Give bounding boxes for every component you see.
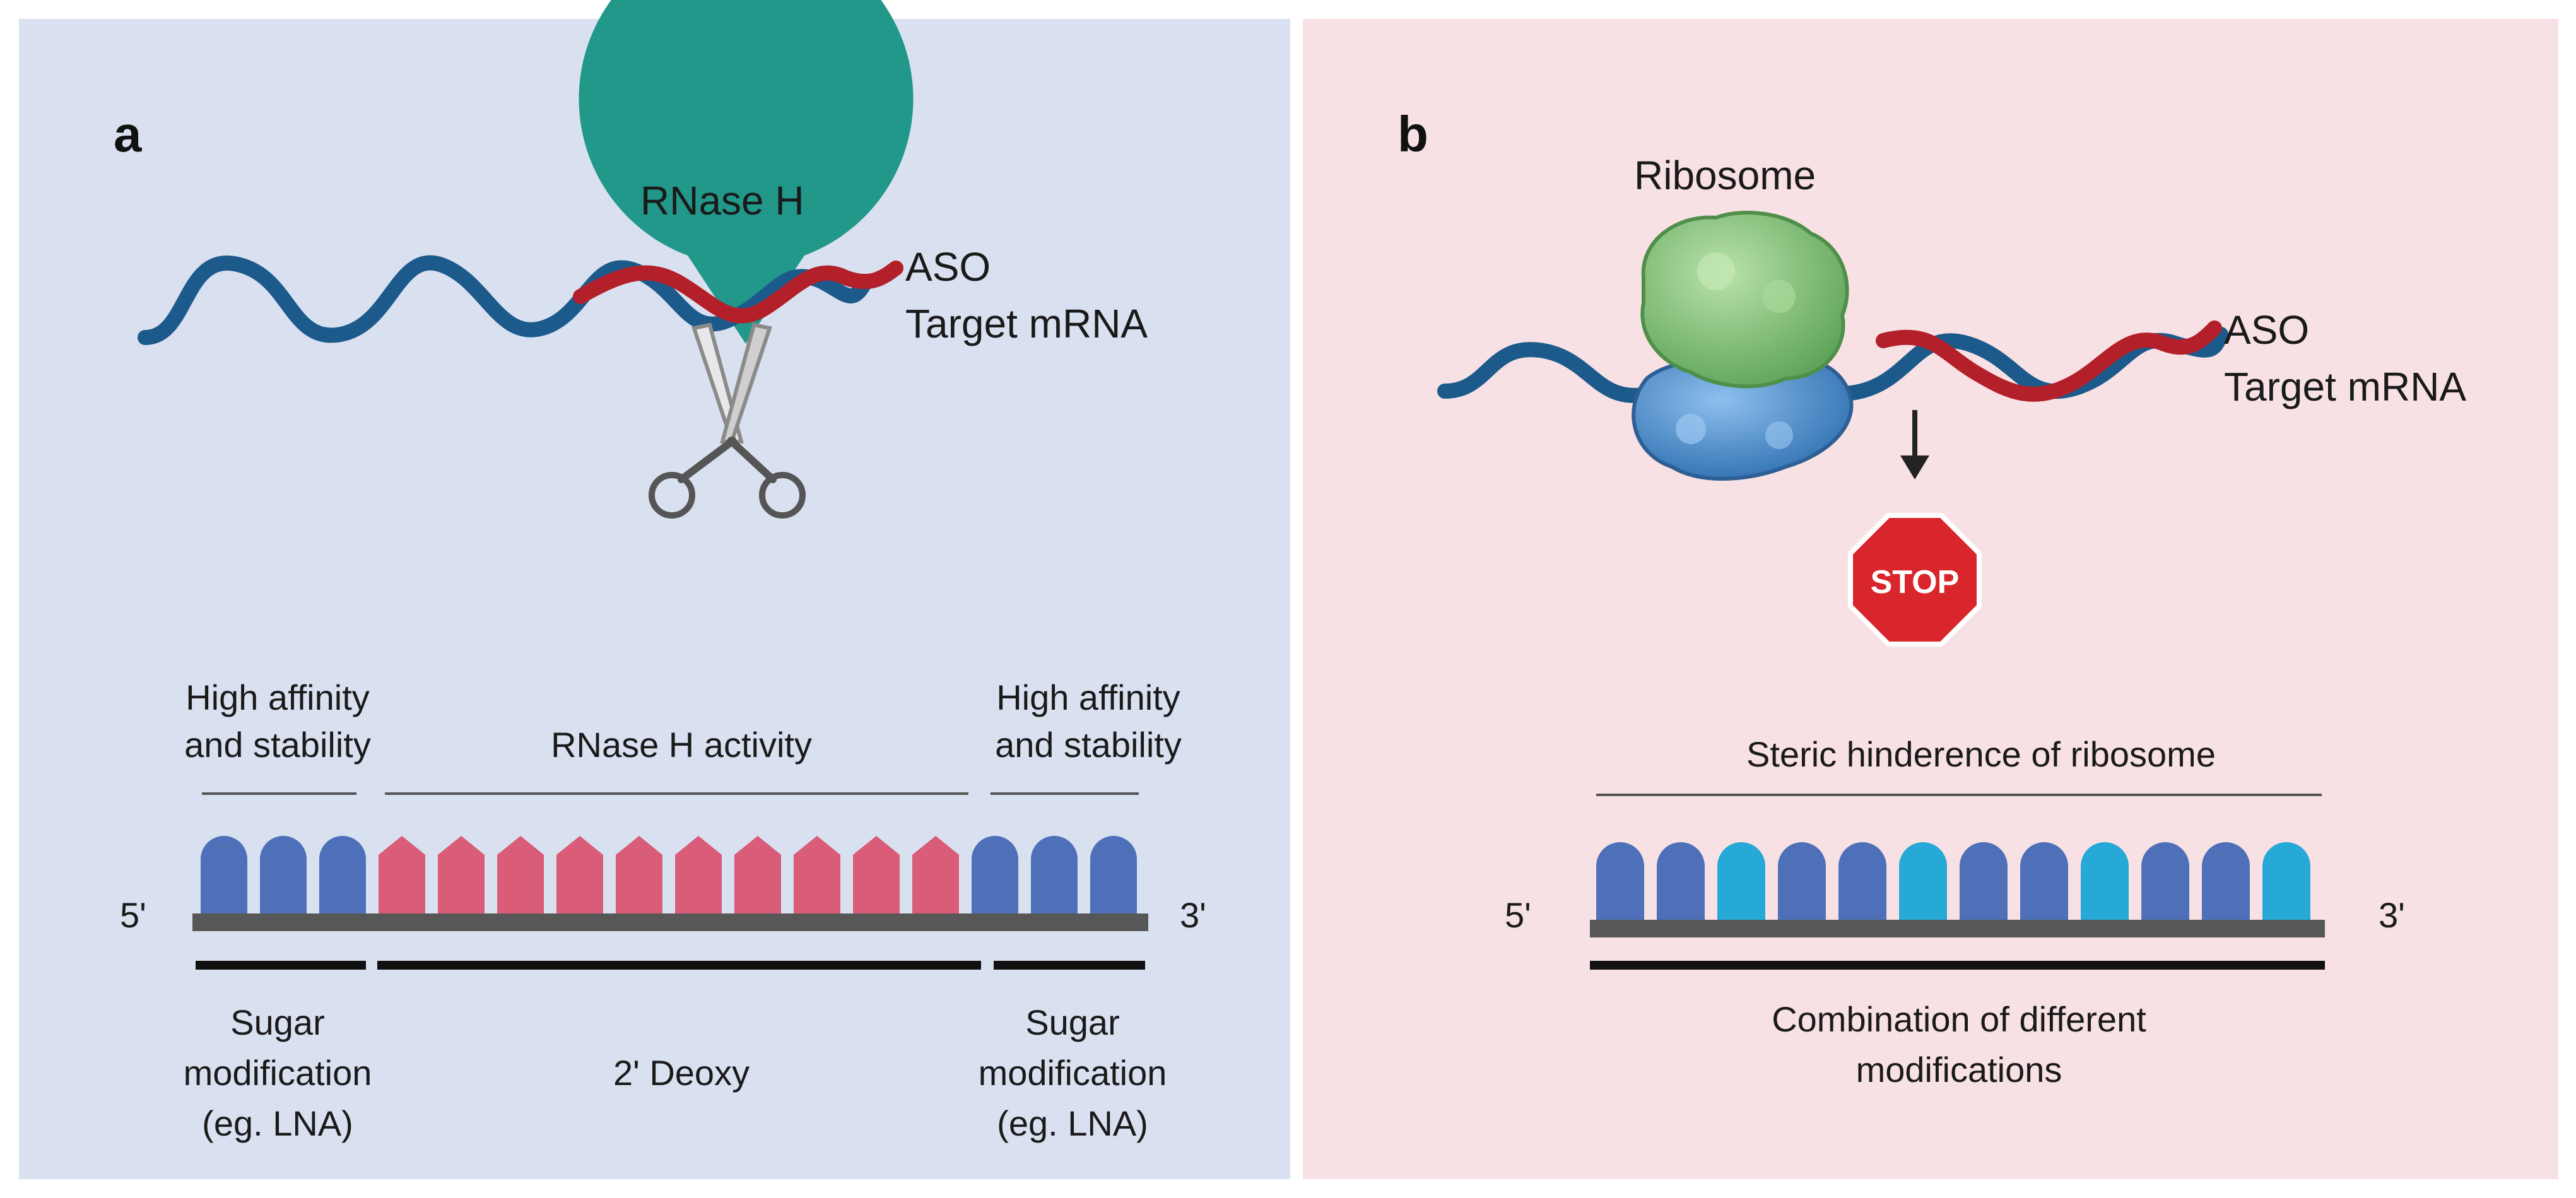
oligo-a-deoxy-block	[912, 836, 959, 915]
oligo-a-lna-block	[1031, 836, 1078, 915]
oligo-a-deoxy-block	[616, 836, 662, 915]
oligo-a-deoxy-block	[556, 836, 603, 915]
oligo-b-lna-block	[2202, 842, 2250, 921]
five-prime-label-b: 5'	[1505, 895, 1531, 935]
oligo-b-lna-block	[1778, 842, 1826, 921]
stop-text: STOP	[1871, 564, 1960, 601]
oligo-a-lna-block	[1090, 836, 1137, 915]
panel-b-letter: b	[1397, 106, 1428, 162]
left-mod-label-line2: modification	[184, 1053, 372, 1093]
oligo-a-deoxy-block	[794, 836, 840, 915]
oligo-b-alt-block	[2081, 842, 2129, 921]
five-prime-label-a: 5'	[120, 895, 146, 935]
oligo-b-lna-block	[1596, 842, 1644, 921]
right-mod-label-line1: Sugar	[1025, 1002, 1119, 1042]
target-mrna-label-b: Target mRNA	[2224, 364, 2466, 409]
rnase-h-enzyme-icon	[579, 0, 914, 344]
rnase-h-label: RNase H	[640, 178, 804, 223]
middle-region-label: RNase H activity	[551, 725, 812, 765]
oligo-b-lna-block	[2020, 842, 2068, 921]
aso-strand-b	[1876, 320, 2222, 402]
oligo-a-lna-block	[972, 836, 1018, 915]
oligo-b-alt-block	[2262, 842, 2310, 921]
scissors-icon	[649, 322, 806, 519]
left-region-label-line2: and stability	[184, 725, 371, 765]
oligo-b-lna-block	[1838, 842, 1886, 921]
mod-label-b-line1: Combination of different	[1772, 999, 2146, 1039]
mod-label-b-line2: modifications	[1856, 1050, 2062, 1089]
three-prime-label-a: 3'	[1180, 895, 1206, 935]
oligo-a-deoxy-block	[497, 836, 544, 915]
down-arrow-icon	[1900, 410, 1929, 479]
oligo-a-deoxy-block	[734, 836, 781, 915]
oligo-b-alt-block	[1899, 842, 1947, 921]
target-mrna-label-a: Target mRNA	[905, 301, 1148, 346]
three-prime-label-b: 3'	[2379, 895, 2405, 935]
aso-label-b: ASO	[2224, 307, 2309, 353]
ribosome-large-subunit	[1640, 211, 1849, 389]
ribosome-icon	[1632, 211, 1854, 481]
oligo-blocks-a	[201, 836, 1137, 915]
oligo-a-deoxy-block	[853, 836, 900, 915]
oligo-a-lna-block	[201, 836, 247, 915]
right-mod-label-line3: (eg. LNA)	[997, 1103, 1148, 1143]
oligo-b-lna-block	[1960, 842, 2008, 921]
oligo-b-lna-block	[2141, 842, 2189, 921]
left-region-label-line1: High affinity	[185, 678, 370, 717]
left-mod-label-line1: Sugar	[230, 1002, 324, 1042]
middle-mod-label: 2' Deoxy	[613, 1053, 750, 1093]
oligo-a-lna-block	[260, 836, 307, 915]
steric-region-label: Steric hinderence of ribosome	[1746, 734, 2216, 774]
oligo-b-alt-block	[1717, 842, 1765, 921]
mrna-strand-a	[138, 255, 872, 345]
ribosome-label: Ribosome	[1634, 153, 1816, 198]
aso-strand-a	[573, 261, 903, 324]
panel-a-letter: a	[114, 106, 142, 162]
oligo-a-deoxy-block	[438, 836, 485, 915]
left-mod-label-line3: (eg. LNA)	[202, 1103, 353, 1143]
right-mod-label-line2: modification	[979, 1053, 1167, 1093]
oligo-a-deoxy-block	[675, 836, 722, 915]
oligo-a-deoxy-block	[379, 836, 425, 915]
right-region-label-line2: and stability	[995, 725, 1182, 765]
oligo-blocks-b	[1596, 842, 2310, 921]
oligo-a-lna-block	[319, 836, 366, 915]
right-region-label-line1: High affinity	[996, 678, 1180, 717]
panel-b: b Ribosome ASO Target mRNA STOP Steric h…	[1397, 106, 2466, 1089]
stop-sign-icon: STOP	[1848, 513, 1982, 647]
oligo-b-lna-block	[1657, 842, 1705, 921]
panel-a: a RNase H ASO Target mRNA High affinity …	[114, 0, 1206, 1143]
backbone-a	[192, 913, 1148, 931]
aso-label-a: ASO	[905, 244, 991, 290]
backbone-b	[1590, 920, 2325, 937]
